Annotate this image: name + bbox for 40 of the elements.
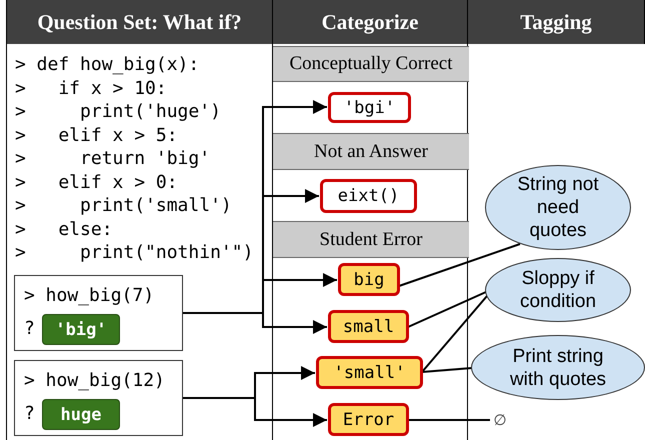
category-band: Not an Answer — [273, 133, 469, 170]
answer-box: 'small' — [316, 356, 423, 389]
answer-box: big — [338, 263, 400, 296]
answer-box: Error — [328, 403, 409, 436]
call-box — [14, 275, 183, 351]
empty-set-symbol: ∅ — [490, 410, 510, 430]
tag-ellipse: String not need quotes — [485, 165, 631, 250]
answer-box: small — [328, 310, 409, 343]
call-box — [14, 360, 183, 436]
tag-ellipse: Sloppy if condition — [485, 258, 631, 322]
code-line: > print('small') — [15, 194, 232, 218]
code-line: > print("nothin'") — [15, 241, 254, 264]
prompt-mark: ? — [24, 403, 35, 424]
connector-line — [408, 291, 486, 328]
connector-line — [408, 419, 490, 421]
code-line: > else: — [15, 218, 113, 241]
code-line: > how_big(12) — [24, 370, 165, 391]
arrow — [182, 312, 327, 334]
column-header: Categorize — [272, 0, 468, 44]
answer-badge: 'big' — [42, 314, 120, 345]
code-line: > if x > 10: — [15, 76, 167, 100]
answer-badge: huge — [42, 399, 120, 430]
connector-line — [421, 295, 488, 373]
category-band: Student Error — [273, 221, 469, 258]
column-header: Question Set: What if? — [6, 0, 273, 44]
column-header: Tagging — [467, 0, 645, 44]
code-line: > return 'big' — [15, 147, 210, 170]
code-line: > how_big(7) — [24, 285, 154, 306]
code-line: > print('huge') — [15, 100, 221, 124]
answer-box: eixt() — [320, 179, 417, 213]
connector-line — [422, 367, 472, 373]
prompt-mark: ? — [24, 318, 35, 339]
category-band: Conceptually Correct — [273, 46, 469, 82]
connector-line — [398, 243, 520, 287]
table-column — [272, 44, 468, 440]
tag-ellipse: Print string with quotes — [471, 335, 645, 400]
answer-box: 'bgi' — [328, 92, 411, 123]
code-line: > elif x > 5: — [15, 124, 178, 147]
code-line: > def how_big(x): — [15, 53, 200, 76]
code-line: > elif x > 0: — [15, 170, 178, 194]
